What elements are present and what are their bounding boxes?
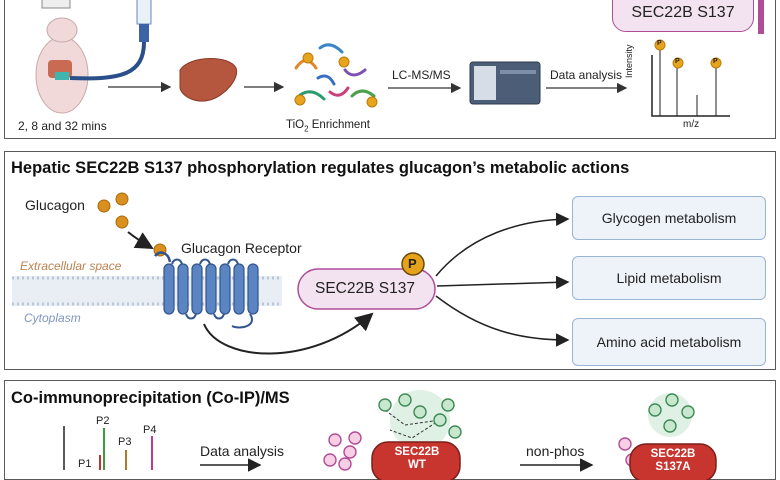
mutant-protein-variant: S137A	[655, 461, 691, 473]
glucagon-molecule	[97, 199, 111, 213]
enrichment-label-suffix: Enrichment	[308, 119, 370, 131]
regulation-panel-title: Hepatic SEC22B S137 phosphorylation regu…	[11, 159, 630, 177]
mouse-icon	[35, 0, 89, 114]
signal-arrow	[203, 312, 374, 355]
arrow	[127, 231, 154, 249]
coip-spectrum	[63, 426, 153, 470]
spectrum-plot	[651, 39, 730, 117]
phospho-marker: P	[713, 58, 718, 65]
coip-graphics	[63, 390, 717, 480]
peptides-icon	[294, 43, 376, 101]
peak-label-p1: P1	[78, 458, 92, 470]
peak-label-p4: P4	[143, 424, 157, 436]
mass-spectrometer-icon	[469, 61, 541, 105]
data-analysis-label: Data analysis	[550, 68, 623, 82]
mutant-protein-label: SEC22B S137A	[640, 448, 706, 474]
arrow	[435, 212, 570, 277]
outcome-box-amino-acid: Amino acid metabolism	[572, 318, 766, 366]
phospho-dot	[366, 96, 378, 108]
glucagon-label: Glucagon	[25, 197, 85, 213]
coip-panel-title: Co-immunoprecipitation (Co-IP)/MS	[11, 389, 290, 407]
wt-protein-name: SEC22B	[394, 446, 440, 458]
time-points-label: 2, 8 and 32 mins	[18, 119, 107, 133]
enrichment-label-sub: 2	[304, 124, 309, 134]
arrow	[435, 295, 570, 347]
mz-axis-label: m/z	[683, 119, 700, 130]
glucagon-receptor	[154, 251, 259, 329]
cytoplasm-label: Cytoplasm	[24, 311, 81, 325]
outcome-label: Glycogen metabolism	[601, 210, 737, 226]
wt-protein-variant: WT	[408, 459, 426, 471]
outcome-label: Amino acid metabolism	[596, 334, 742, 350]
phospho-dot	[294, 94, 306, 106]
peak-label-p3: P3	[118, 436, 132, 448]
arrow	[436, 275, 570, 290]
mutant-protein-name: SEC22B	[650, 448, 696, 460]
coip-data-analysis-label: Data analysis	[200, 443, 285, 459]
protein-badge: SEC22B S137	[612, 0, 754, 32]
sec22b-protein-label: SEC22B S137	[315, 280, 415, 297]
phospho-dot	[338, 56, 350, 68]
lcms-label: LC-MS/MS	[392, 68, 451, 82]
extracellular-label: Extracellular space	[20, 259, 122, 273]
liver-icon	[179, 58, 238, 102]
protein-badge-label: SEC22B S137	[631, 4, 735, 21]
phospho-marker: P	[408, 256, 417, 271]
enrichment-label-prefix: TiO	[286, 119, 305, 131]
outcome-box-lipid: Lipid metabolism	[572, 256, 766, 300]
workflow-graphics	[35, 0, 730, 117]
enrichment-label: TiO2 Enrichment	[286, 119, 370, 133]
outcome-label: Lipid metabolism	[616, 270, 722, 286]
glucagon-receptor-label: Glucagon Receptor	[181, 240, 302, 256]
nonphos-label: non-phos	[526, 443, 585, 459]
phospho-marker: P	[657, 40, 662, 47]
glucagon-molecule	[115, 192, 129, 206]
iv-line-icon	[69, 0, 152, 81]
phospho-marker: P	[675, 58, 680, 65]
sec22b-protein-shape	[297, 268, 436, 310]
peak-label-p2: P2	[96, 415, 110, 427]
regulation-graphics	[12, 192, 570, 355]
phospho-circle	[401, 252, 425, 276]
badge-accent-bar	[758, 0, 764, 34]
phospho-dot	[302, 52, 314, 64]
glucagon-molecule	[115, 215, 129, 229]
outcome-box-glycogen: Glycogen metabolism	[572, 196, 766, 240]
wt-protein-label: SEC22B WT	[384, 446, 450, 472]
